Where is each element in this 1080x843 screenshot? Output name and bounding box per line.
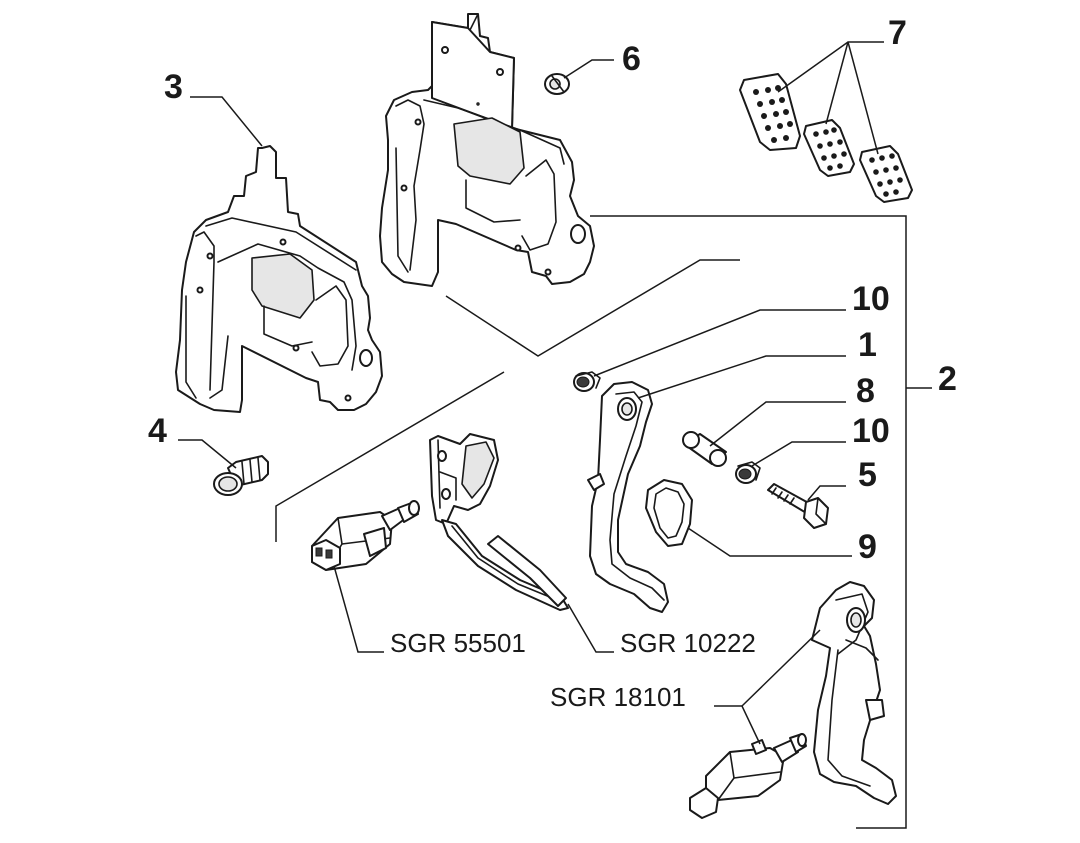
leader-sgr18101 [714, 705, 761, 745]
ref-sgr-55501: SGR 55501 [390, 628, 526, 658]
callout-labels: 3 6 7 10 1 2 8 10 5 9 4 [148, 14, 957, 566]
callout-3: 3 [164, 68, 183, 106]
leader-10b [751, 441, 846, 467]
leader-explode-a [445, 259, 740, 357]
part-8-sleeve [682, 431, 727, 467]
part-6-clip-nut [544, 73, 570, 95]
leader-2-bracket [590, 215, 907, 829]
part-1-pedal-lever [587, 381, 669, 613]
callout-10-upper: 10 [852, 280, 890, 318]
callout-6: 6 [622, 40, 641, 78]
pedal-assembly-sgr-18101 [811, 581, 897, 805]
part-5-bolt [767, 483, 829, 529]
leader-4 [178, 439, 237, 469]
leader-sgr55501 [333, 565, 384, 653]
leader-3 [190, 96, 263, 147]
callout-2: 2 [938, 360, 957, 398]
part-9-rubber-pad [645, 479, 693, 547]
leader-7c [847, 41, 879, 155]
leader-7b [825, 41, 849, 125]
leader-1 [637, 355, 846, 399]
pedal-pad-right [859, 145, 913, 203]
callout-4: 4 [148, 412, 167, 450]
switch-sgr-55501 [311, 500, 420, 571]
leader-6 [563, 59, 614, 79]
leader-5 [807, 485, 846, 501]
pedal-pad-left [739, 73, 801, 151]
reference-labels: SGR 55501 SGR 10222 SGR 18101 [390, 628, 756, 712]
accelerator-sgr-10222 [429, 433, 569, 611]
callout-5: 5 [858, 456, 877, 494]
leader-explode-b [275, 371, 505, 542]
part-7-pedal-pads [739, 73, 913, 203]
part-3-bracket-plate [175, 145, 383, 413]
part-2-bracket-plate [379, 13, 595, 287]
leader-10a [593, 309, 846, 377]
part-10-lower-bushing [735, 461, 761, 484]
switch-sgr-18101 [689, 733, 807, 819]
leader-lines [178, 41, 932, 829]
ref-sgr-18101: SGR 18101 [550, 682, 686, 712]
leader-8 [709, 401, 846, 447]
leader-7a [777, 41, 884, 93]
callout-7: 7 [888, 14, 907, 52]
part-4-push-rivet [213, 455, 269, 496]
leader-sgr10222 [567, 603, 614, 653]
pedal-pad-middle [803, 119, 855, 177]
callout-8: 8 [856, 372, 875, 410]
leader-9 [687, 527, 852, 557]
callout-1: 1 [858, 326, 877, 364]
leader-sgr18101-b [741, 629, 821, 707]
callout-10-lower: 10 [852, 412, 890, 450]
callout-9: 9 [858, 528, 877, 566]
ref-sgr-10222: SGR 10222 [620, 628, 756, 658]
